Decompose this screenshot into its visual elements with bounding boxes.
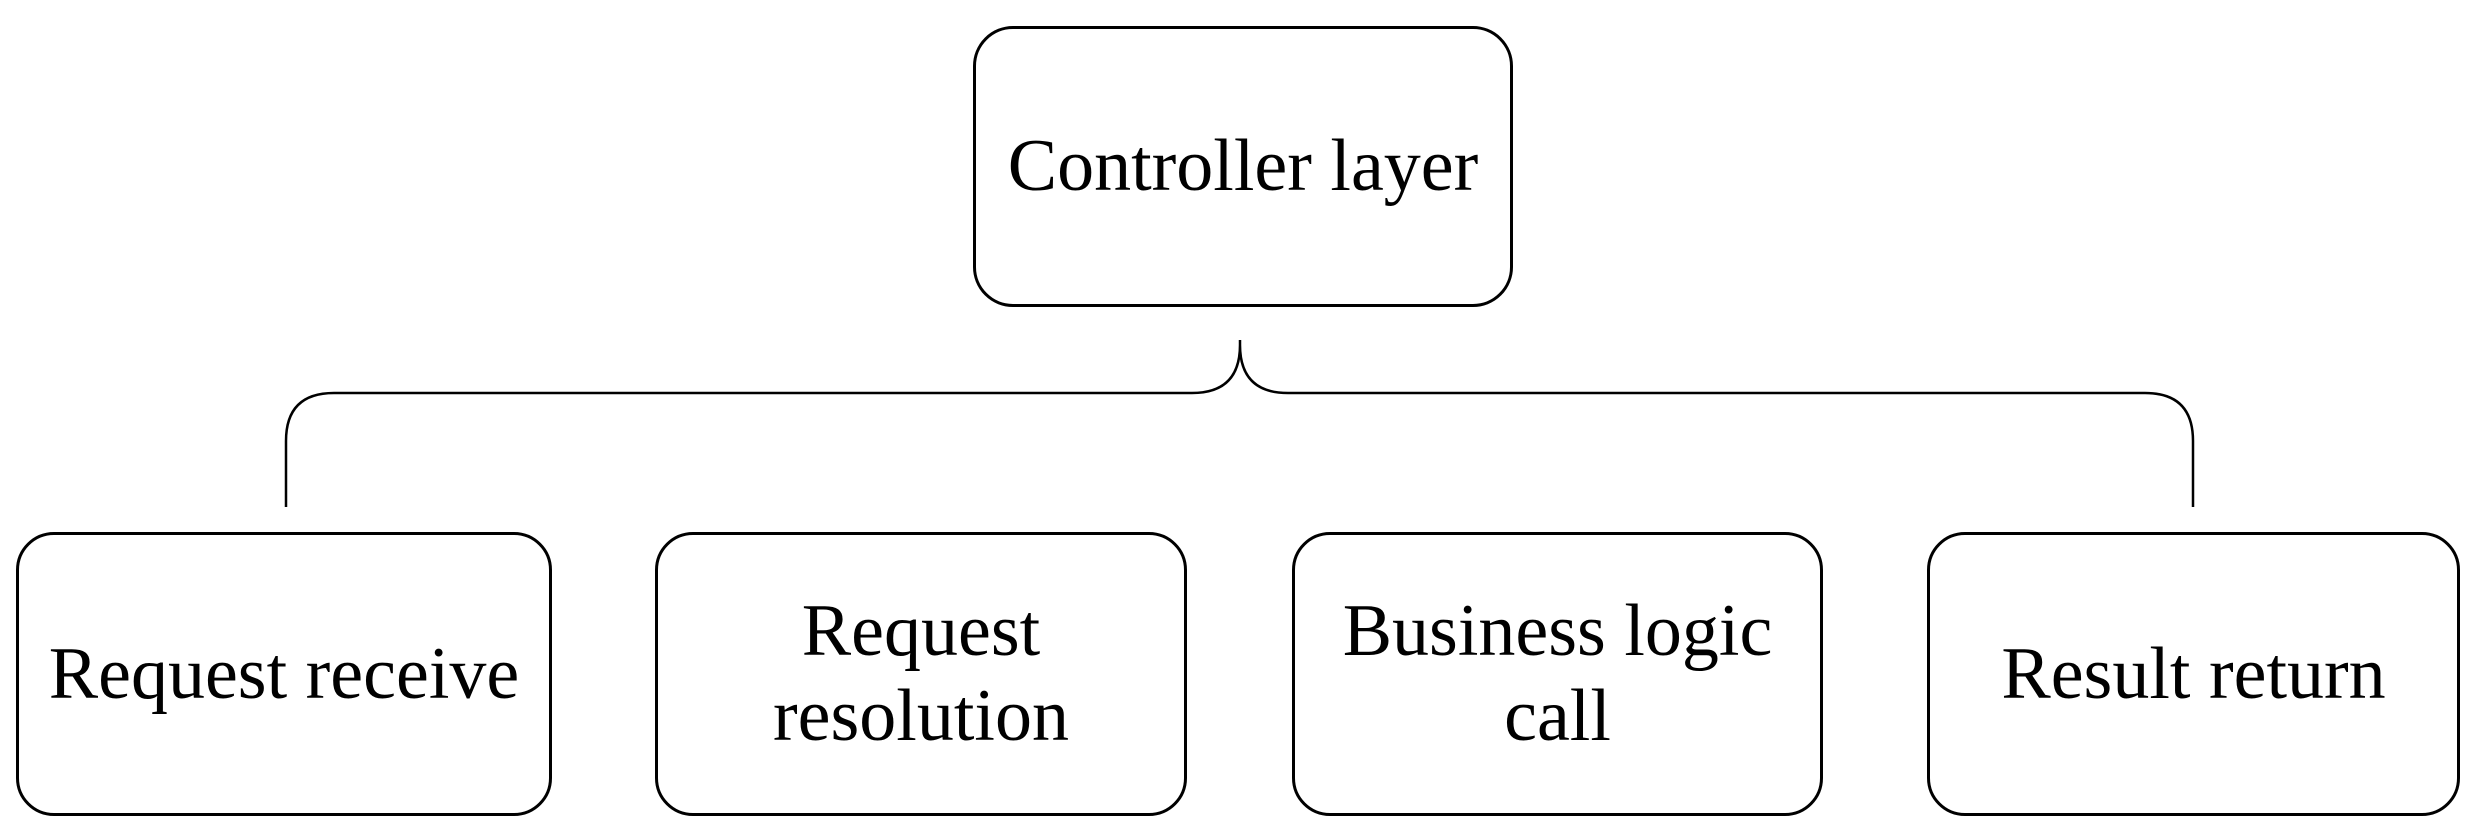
- node-request-receive-label: Request receive: [48, 632, 520, 715]
- brace-path: [284, 340, 2195, 507]
- node-result-return-label: Result return: [2001, 632, 2386, 715]
- node-request-receive: Request receive: [16, 532, 552, 816]
- node-business-logic-call-label: Business logic call: [1342, 590, 1773, 757]
- node-controller-layer: Controller layer: [973, 26, 1513, 307]
- node-result-return: Result return: [1927, 532, 2460, 816]
- node-request-resolution-label: Request resolution: [773, 590, 1069, 757]
- node-business-logic-call: Business logic call: [1292, 532, 1823, 816]
- node-controller-layer-label: Controller layer: [1007, 125, 1479, 207]
- node-request-resolution: Request resolution: [655, 532, 1187, 816]
